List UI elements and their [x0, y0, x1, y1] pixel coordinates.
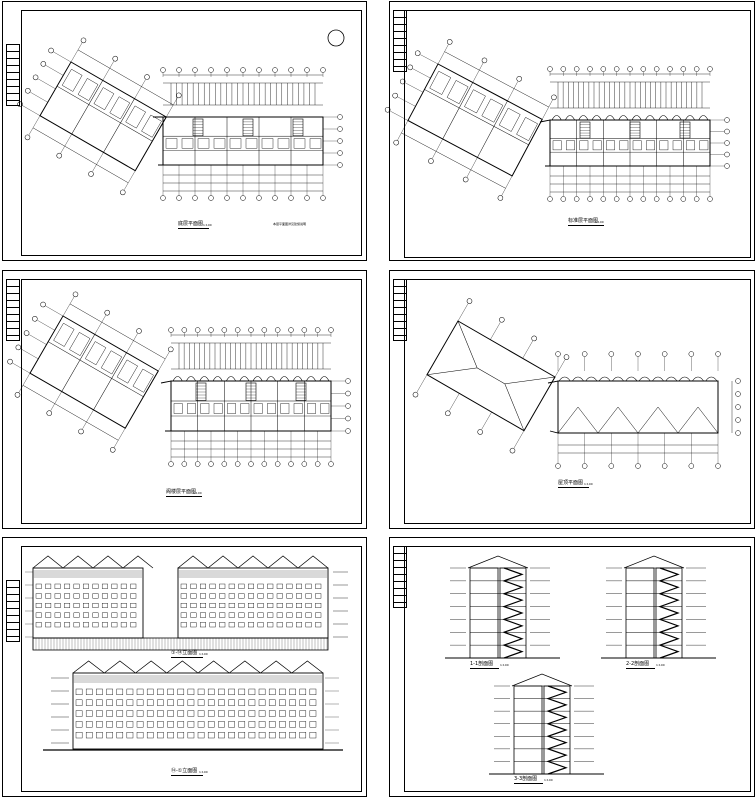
sheet-note: 本层平面图详见建施说明 [273, 222, 307, 226]
drawing-sheet-sections: 1-1剖面图 1:100 2-2剖面图 1:100 3-3剖面图 1:100 [389, 537, 755, 797]
roof-plan-drawing [412, 298, 741, 469]
section-2-scale: 1:100 [656, 663, 665, 667]
drawing-frame [404, 546, 751, 792]
title-block [6, 44, 20, 106]
title-block [6, 279, 20, 341]
attic-floor-plan-drawing [7, 291, 351, 467]
drawing-sheet-elevations: ①-⑭立面图 1:100 ⑭-①立面图 1:100 [2, 537, 367, 797]
elevation-a-caption: ①-⑭立面图 [171, 650, 204, 658]
elevation-b-scale: 1:100 [199, 770, 208, 774]
drawing-frame [404, 10, 751, 258]
elevation-b-caption: ⑭-①立面图 [171, 768, 204, 776]
section-1-scale: 1:100 [500, 663, 509, 667]
sheet-scale: 1:100 [193, 491, 202, 495]
title-block [393, 10, 407, 72]
sheet-caption: 标准层平面图 [568, 218, 605, 226]
title-block [6, 580, 20, 642]
drawing-frame [21, 279, 362, 524]
sections-drawing [445, 555, 716, 775]
sheet-caption: 底层平面图 [178, 221, 210, 229]
drawing-frame [21, 10, 362, 256]
section-3-scale: 1:100 [544, 778, 553, 782]
drawing-sheet-ground-floor-plan: 底层平面图 1:100 本层平面图详见建施说明 [2, 1, 367, 261]
drawing-frame [21, 546, 362, 792]
drawing-sheet-typical-floor-plan: 标准层平面图 1:100 [384, 1, 755, 261]
sheet-caption: 阁楼层平面图 [166, 489, 203, 497]
title-block [393, 279, 407, 341]
sheet-caption: 屋顶平面图 [558, 480, 590, 488]
elevation-a-scale: 1:100 [199, 652, 208, 656]
sheet-scale: 1:100 [203, 223, 212, 227]
ground-floor-plan-drawing [17, 29, 345, 201]
section-1-caption: 1-1剖面图 [470, 661, 500, 669]
drawing-frame [404, 279, 751, 524]
drawing-sheet-attic-floor-plan: 阁楼层平面图 1:100 [2, 270, 367, 529]
sheet-scale: 1:100 [584, 482, 593, 486]
title-block [393, 546, 407, 608]
typical-floor-plan-drawing [384, 39, 730, 202]
drawing-sheet-roof-plan: 屋顶平面图 1:100 [389, 270, 755, 529]
section-3-caption: 3-3剖面图 [514, 776, 544, 784]
sheet-scale: 1:100 [595, 220, 604, 224]
section-2-caption: 2-2剖面图 [626, 661, 656, 669]
elevations-drawing [25, 555, 348, 751]
